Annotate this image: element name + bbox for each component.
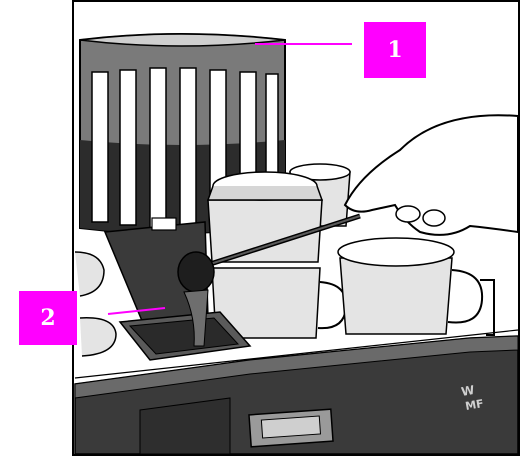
spoon xyxy=(177,213,361,347)
svg-text:MF: MF xyxy=(464,397,484,413)
callout-1: 1 xyxy=(364,22,426,78)
cup-front-right xyxy=(337,237,495,336)
powder-drawer xyxy=(103,217,252,361)
hand xyxy=(343,114,519,236)
callout-2-leader xyxy=(107,307,166,315)
cup-stack-center xyxy=(206,171,348,339)
callout-1-label: 1 xyxy=(387,37,403,63)
cup-left xyxy=(74,251,117,357)
brand-logo: W xyxy=(460,383,475,399)
callout-2-label: 2 xyxy=(40,305,56,331)
machine-body: W MF xyxy=(74,335,519,455)
callout-2: 2 xyxy=(19,291,77,345)
